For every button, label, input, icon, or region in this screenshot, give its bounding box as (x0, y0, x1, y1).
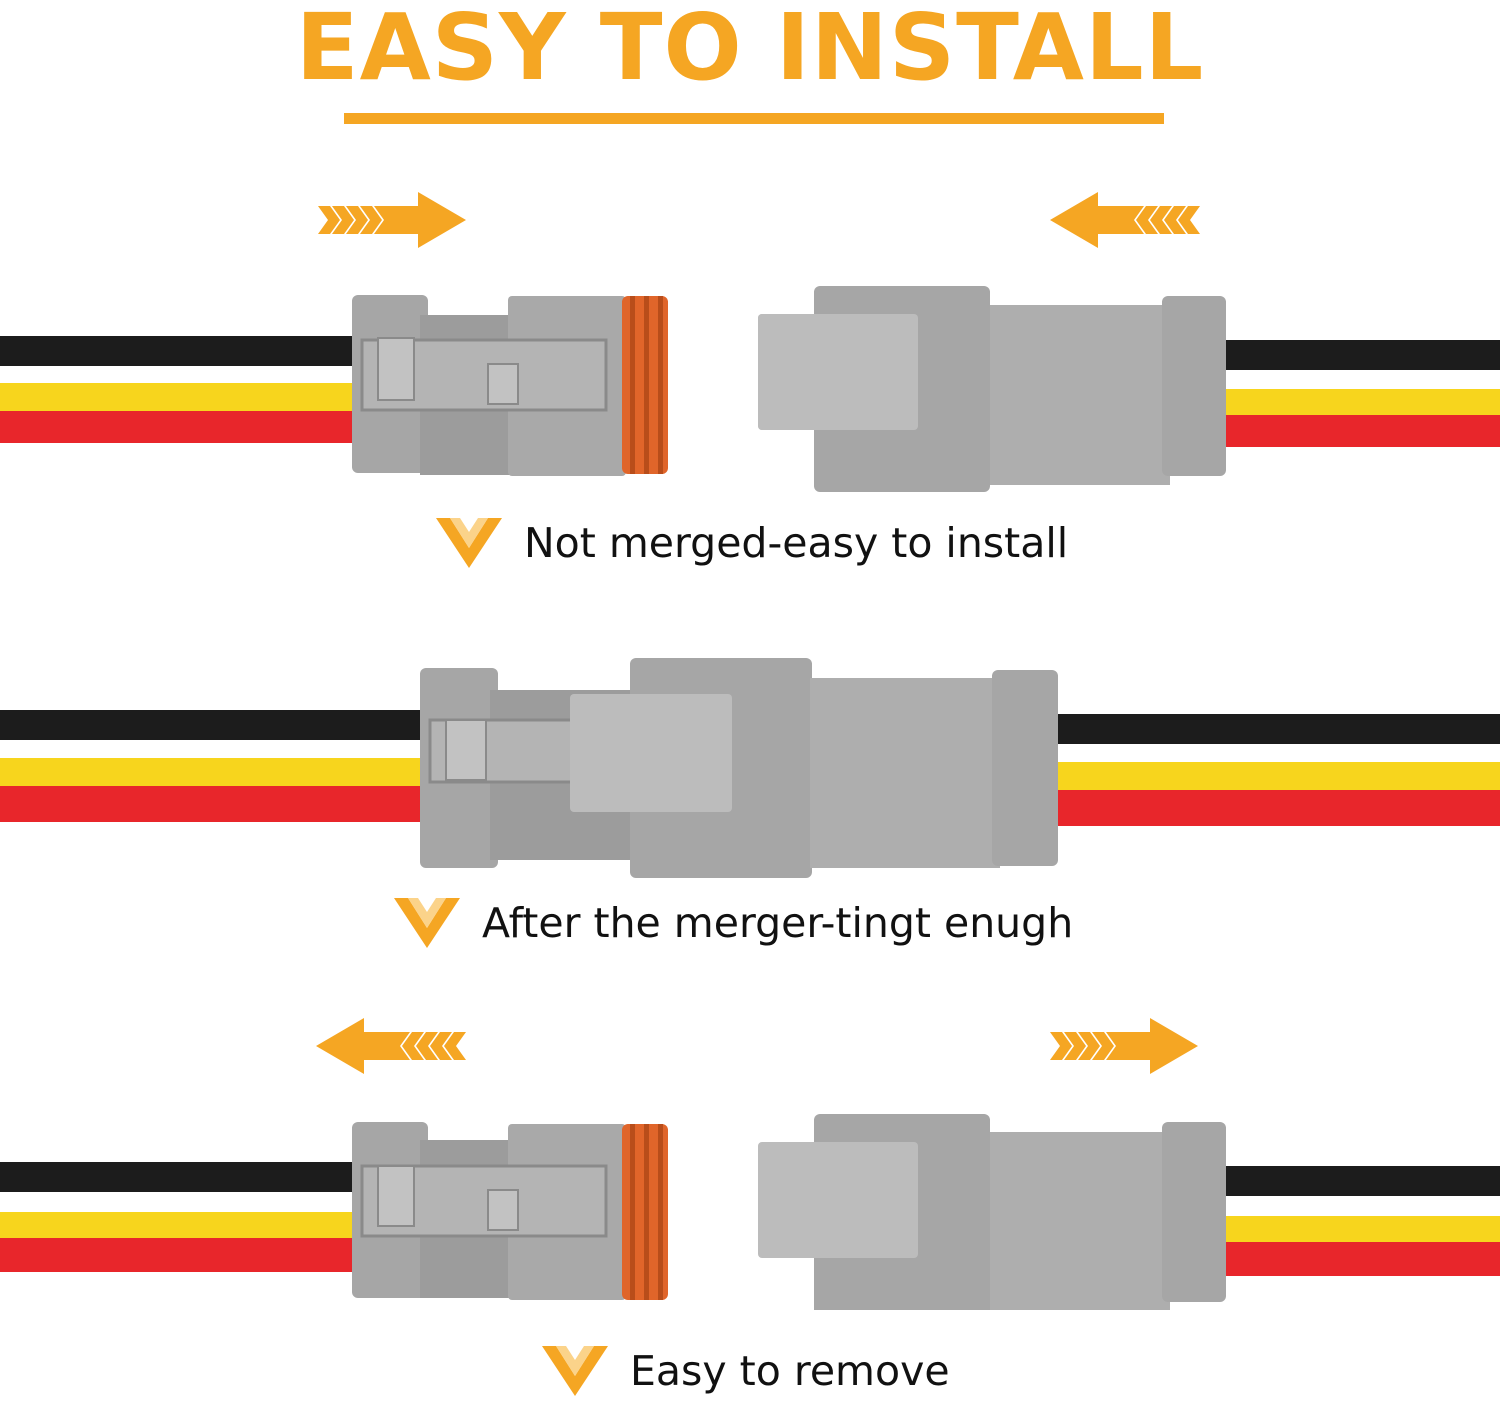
caption-text: Easy to remove (630, 1347, 950, 1395)
left-wire-bundle (0, 336, 360, 443)
right-wire-bundle (1226, 340, 1500, 447)
arrow-left-icon (316, 1018, 466, 1074)
caption-chevron-icon (394, 898, 460, 948)
right-wire-bundle (1058, 714, 1500, 826)
right-wire-bundle (1226, 1166, 1500, 1276)
caption-chevron-icon (542, 1346, 608, 1396)
left-wire-bundle (0, 710, 430, 822)
caption-step-3: Easy to remove (542, 1346, 950, 1396)
step-1-connectors-apart: Not merged-easy to install (0, 180, 1500, 568)
male-connector (758, 286, 1226, 492)
female-connector (352, 295, 668, 476)
male-connector (758, 1114, 1226, 1310)
caption-step-2: After the merger-tingt enugh (394, 898, 1073, 948)
caption-chevron-icon (436, 518, 502, 568)
page-title: EASY TO INSTALL (295, 0, 1205, 101)
caption-step-1: Not merged-easy to install (436, 518, 1068, 568)
merged-connector (420, 658, 1058, 878)
step-3-connectors-removed: Easy to remove (0, 1010, 1500, 1396)
arrow-right-icon (1050, 1018, 1198, 1074)
step-2-connectors-merged: After the merger-tingt enugh (0, 650, 1500, 948)
left-wire-bundle (0, 1162, 360, 1272)
caption-text: After the merger-tingt enugh (482, 899, 1074, 947)
title-underline (344, 113, 1164, 124)
female-connector (352, 1122, 668, 1300)
arrow-left-icon (1050, 192, 1200, 248)
caption-text: Not merged-easy to install (524, 519, 1069, 567)
arrow-right-icon (318, 192, 466, 248)
